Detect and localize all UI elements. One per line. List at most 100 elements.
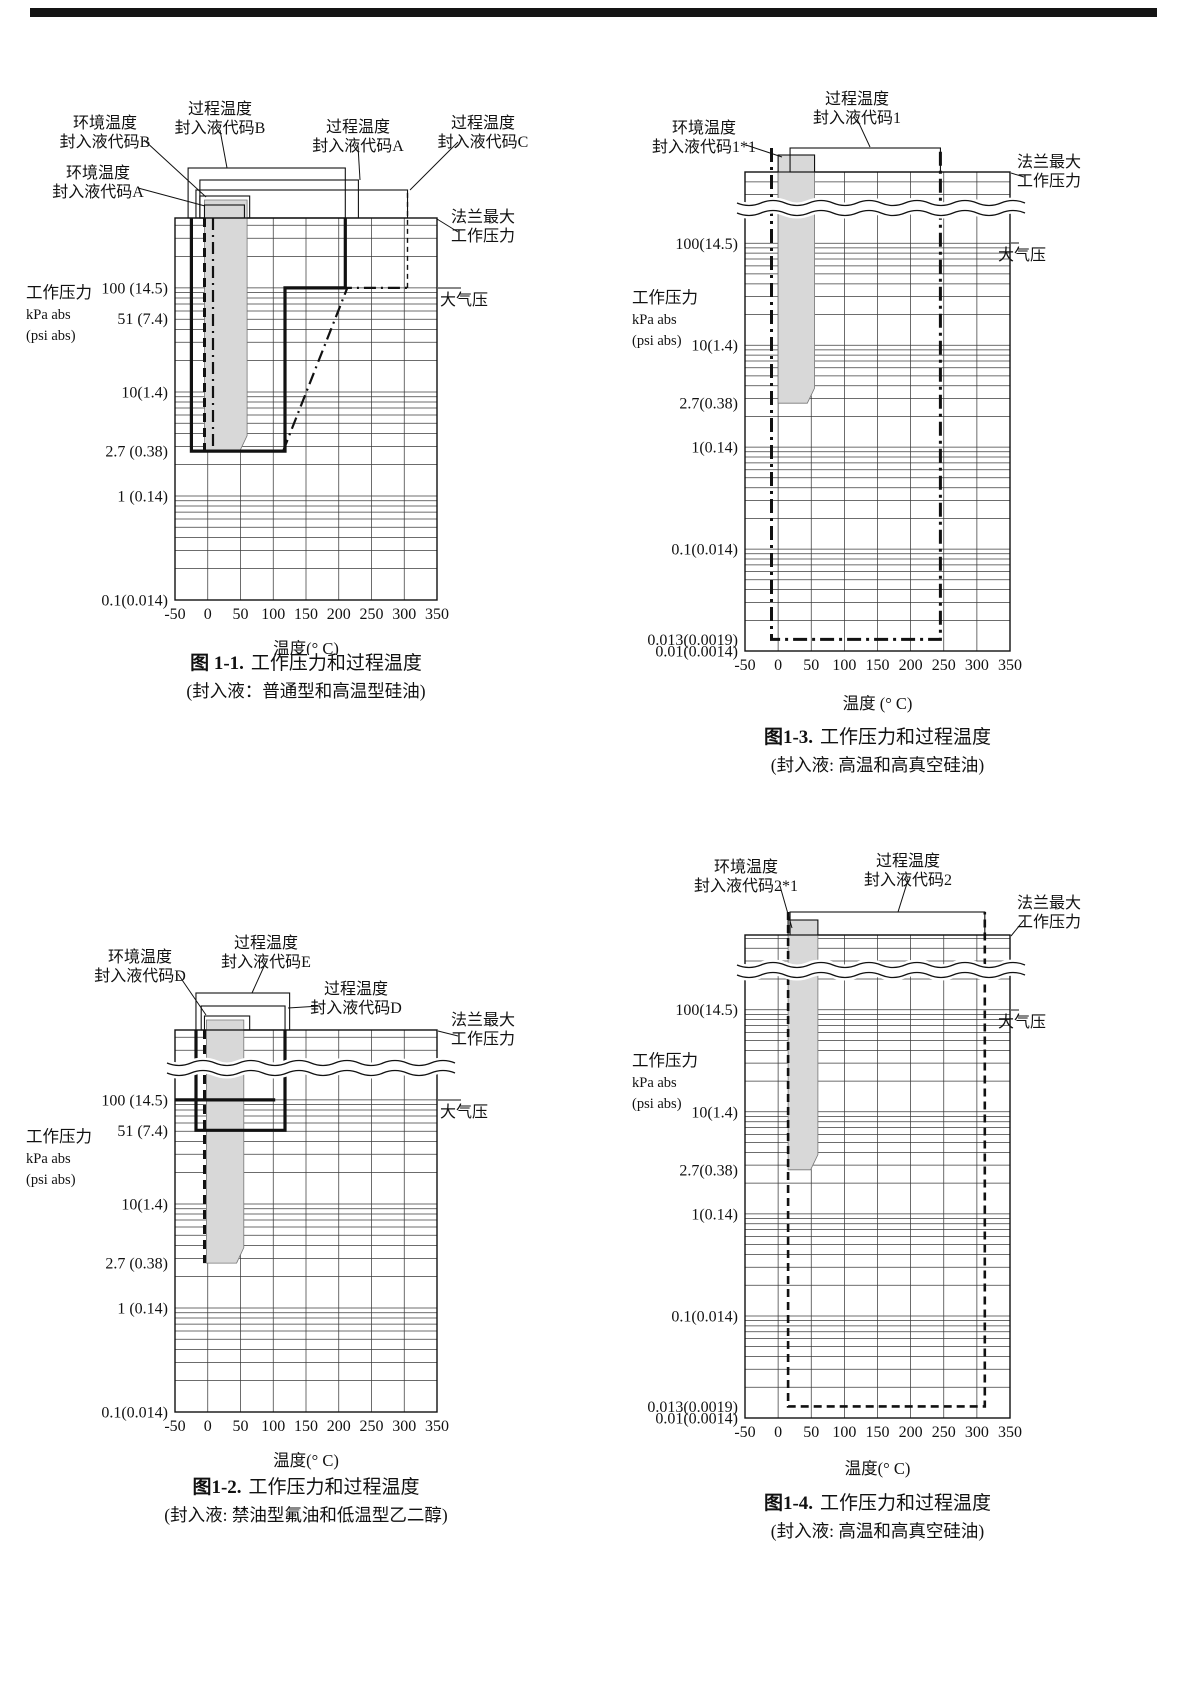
x-tick-label: 200 [327, 606, 351, 623]
y-tick-label: 1 (0.14) [117, 488, 168, 505]
y-tick-label: 1 (0.14) [117, 1300, 168, 1317]
leader-line [1010, 919, 1025, 937]
leader-line [779, 885, 793, 929]
x-tick-label: 300 [965, 1424, 989, 1441]
x-axis-title: 温度(° C) [273, 1451, 339, 1470]
label-flange-max: 法兰最大工作压力 [1017, 153, 1081, 190]
y-axis-title: kPa abs [26, 1151, 71, 1167]
figure-number: 图1-2. [192, 1477, 242, 1498]
label-flange-max: 法兰最大工作压力 [1017, 894, 1081, 931]
figure-1-3-caption: 图1-3.工作压力和过程温度 (封入液: 高温和高真空硅油) [745, 722, 1010, 777]
chart-1-4-canvas: 100(14.5)10(1.4)2.7(0.38)1(0.14)0.1(0.01… [632, 852, 1081, 1478]
y-tick-label: 10(1.4) [691, 1104, 738, 1121]
label-flange-max-line: 法兰最大 [451, 1011, 515, 1029]
label-ambient-code-a: 环境温度封入液代码A [52, 163, 144, 201]
x-tick-label: 150 [866, 1424, 890, 1441]
label-ambient-code-d-line: 封入液代码D [94, 967, 186, 985]
label-atmospheric-line: 大气压 [998, 1013, 1046, 1031]
y-tick-label: 0.01(0.0014) [655, 1411, 738, 1428]
y-tick-label: 100(14.5) [675, 236, 738, 253]
leader-line [897, 879, 909, 913]
process-temp-box-code-2 [789, 911, 986, 936]
axis-break-mask [163, 1057, 459, 1079]
label-process-code-b: 过程温度封入液代码B [175, 100, 266, 137]
y-tick-label: 1(0.14) [691, 440, 738, 457]
x-tick-label: 0 [204, 606, 212, 623]
leader-line [409, 141, 459, 191]
y-tick-label: 10(1.4) [121, 384, 168, 401]
figure-subtitle: (封入液: 禁油型氟油和低温型乙二醇) [164, 1505, 448, 1525]
label-ambient-code-a-line: 封入液代码A [52, 183, 144, 201]
leader-line [437, 1030, 459, 1037]
ambient-temp-band [787, 919, 819, 1171]
x-tick-label: 150 [866, 657, 890, 674]
x-tick-label: 100 [261, 1418, 285, 1435]
x-tick-label: 50 [233, 606, 249, 623]
y-tick-label: 0.013(0.0019) [647, 1399, 738, 1416]
label-process-code-1: 过程温度封入液代码1 [813, 90, 901, 127]
y-tick-label: 0.1(0.014) [671, 542, 738, 559]
leader-line [177, 973, 207, 1016]
axis-break-wave [736, 209, 1026, 217]
y-tick-label: 0.1(0.014) [671, 1308, 738, 1325]
label-atmospheric: 大气压 [440, 291, 488, 309]
limit-line-code-a [189, 218, 347, 453]
leader-line [143, 139, 207, 198]
label-ambient-code-1-line: 环境温度 [672, 118, 736, 137]
y-tick-label: 0.01(0.0014) [655, 644, 738, 661]
label-process-code-b-line: 过程温度 [188, 100, 252, 118]
y-tick-label: 100 (14.5) [101, 280, 168, 297]
label-process-code-2-line: 过程温度 [876, 852, 940, 870]
y-tick-label: 10(1.4) [121, 1196, 168, 1213]
figure-title: 工作压力和过程温度 [248, 1477, 420, 1498]
figure-caption-main: 图1-4.工作压力和过程温度 [764, 1488, 991, 1515]
label-flange-max-line: 法兰最大 [1017, 894, 1081, 912]
y-axis-title: 工作压力 [632, 288, 698, 307]
leader-line [436, 218, 459, 233]
label-ambient-code-1: 环境温度封入液代码1*1 [652, 118, 756, 156]
figure-title: 工作压力和过程温度 [250, 653, 422, 674]
x-tick-label: 300 [392, 1418, 416, 1435]
label-ambient-code-2: 环境温度封入液代码2*1 [694, 857, 798, 895]
limit-line-code-1 [770, 148, 942, 641]
label-ambient-code-2-line: 封入液代码2*1 [694, 877, 798, 895]
y-tick-label: 2.7 (0.38) [105, 444, 168, 461]
label-atmospheric-line: 大气压 [440, 1103, 488, 1121]
y-axis-title: (psi abs) [632, 1096, 682, 1112]
ambient-temp-box-code-d [203, 1015, 251, 1031]
label-ambient-code-2-line: 环境温度 [714, 857, 778, 876]
y-tick-label: 2.7 (0.38) [105, 1256, 168, 1273]
x-tick-label: -50 [734, 657, 755, 674]
chart-1-3-canvas: 100(14.5)10(1.4)2.7(0.38)1(0.14)0.1(0.01… [632, 90, 1081, 713]
label-atmospheric-line: 大气压 [998, 246, 1046, 264]
axis-break-wave [166, 1069, 456, 1077]
x-axis-title: 温度(° C) [845, 1459, 911, 1478]
figure-1-2: 100 (14.5)51 (7.4)10(1.4)2.7 (0.38)1 (0.… [20, 850, 580, 1555]
x-tick-label: 0 [204, 1418, 212, 1435]
y-tick-label: 100(14.5) [675, 1002, 738, 1019]
label-flange-max-line: 法兰最大 [1017, 153, 1081, 171]
figure-number: 图 1-1. [190, 653, 244, 674]
x-tick-label: 250 [932, 657, 956, 674]
x-tick-label: 100 [832, 1424, 856, 1441]
y-tick-label: 0.1(0.014) [101, 593, 168, 610]
x-tick-label: -50 [734, 1424, 755, 1441]
x-tick-label: 0 [774, 1424, 782, 1441]
chart-1-2-canvas: 100 (14.5)51 (7.4)10(1.4)2.7 (0.38)1 (0.… [26, 934, 515, 1470]
x-tick-label: 200 [327, 1418, 351, 1435]
y-tick-label: 51 (7.4) [117, 311, 168, 328]
label-ambient-code-a-line: 环境温度 [66, 163, 130, 182]
plot-border [174, 1029, 438, 1413]
x-tick-label: 200 [899, 657, 923, 674]
label-process-code-c-line: 过程温度 [451, 114, 515, 132]
figure-caption-main: 图1-3.工作压力和过程温度 [764, 722, 991, 749]
y-axis-title: 工作压力 [26, 1127, 92, 1146]
label-ambient-code-d-line: 环境温度 [108, 947, 172, 966]
chart-1-1-canvas: 100 (14.5) 51 (7.4) 10(1.4) 2.7 (0.38) 1 (0.… [26, 100, 528, 655]
ambient-temp-band [206, 1019, 245, 1264]
y-axis-title: kPa abs [26, 307, 71, 323]
x-tick-label: 150 [294, 1418, 318, 1435]
y-tick-label: 10(1.4) [691, 338, 738, 355]
label-atmospheric: 大气压 [998, 246, 1046, 264]
